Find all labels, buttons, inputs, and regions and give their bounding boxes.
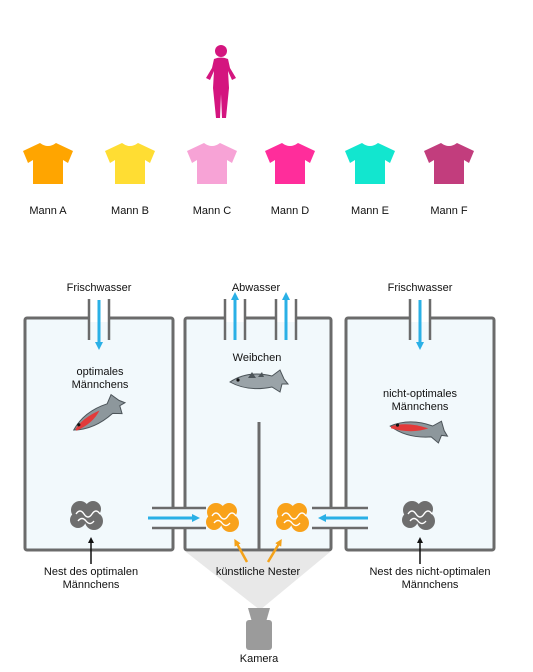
female-fish-icon bbox=[229, 369, 290, 393]
non-optimal-male-label: nicht-optimales Männchens bbox=[383, 388, 457, 413]
optimal-nest-icon bbox=[70, 501, 103, 530]
shirt-label-f: Mann F bbox=[430, 205, 468, 217]
camera-icon bbox=[246, 608, 272, 650]
female-label: Weibchen bbox=[232, 352, 282, 364]
artificial-nest-arrows bbox=[234, 538, 282, 563]
tshirt-icon-d bbox=[265, 143, 315, 184]
tshirt-icon-f bbox=[424, 143, 474, 184]
non-optimal-nest-label: Nest des nicht-optimalen Männchens bbox=[369, 566, 491, 591]
inflow-label-left: Frischwasser bbox=[66, 282, 132, 294]
water-flow-arrows bbox=[95, 292, 424, 522]
artificial-nests-label: künstliche Nester bbox=[215, 566, 301, 578]
outflow-label: Abwasser bbox=[231, 282, 281, 294]
shirt-label-b: Mann B bbox=[111, 205, 149, 217]
shirt-label-a: Mann A bbox=[29, 205, 67, 217]
tshirt-icon-b bbox=[105, 143, 155, 184]
tshirt-icon-a bbox=[23, 143, 73, 184]
pipes bbox=[87, 299, 432, 340]
nest-pointer-arrows bbox=[88, 537, 423, 564]
optimal-male-fish-icon bbox=[72, 393, 127, 431]
shirt-label-e: Mann E bbox=[351, 205, 389, 217]
camera-label: Kamera bbox=[239, 653, 279, 665]
tshirt-icon-e bbox=[345, 143, 395, 184]
side-passages bbox=[152, 506, 368, 530]
artificial-nest-icon-left bbox=[206, 503, 239, 532]
non-optimal-nest-icon bbox=[402, 501, 435, 530]
tshirt-icon-c bbox=[187, 143, 237, 184]
shirt-label-c: Mann C bbox=[192, 205, 232, 217]
nests bbox=[70, 501, 435, 532]
inflow-label-right: Frischwasser bbox=[387, 282, 453, 294]
artificial-nest-icon-right bbox=[276, 503, 309, 532]
shirt-label-d: Mann D bbox=[270, 205, 310, 217]
optimal-male-label: optimales Männchens bbox=[71, 366, 129, 391]
non-optimal-male-fish-icon bbox=[389, 420, 449, 444]
camera-view-cone bbox=[186, 552, 330, 610]
optimal-nest-label: Nest des optimalen Männchens bbox=[43, 566, 139, 591]
woman-icon bbox=[206, 45, 236, 118]
shirt-row bbox=[23, 143, 474, 184]
